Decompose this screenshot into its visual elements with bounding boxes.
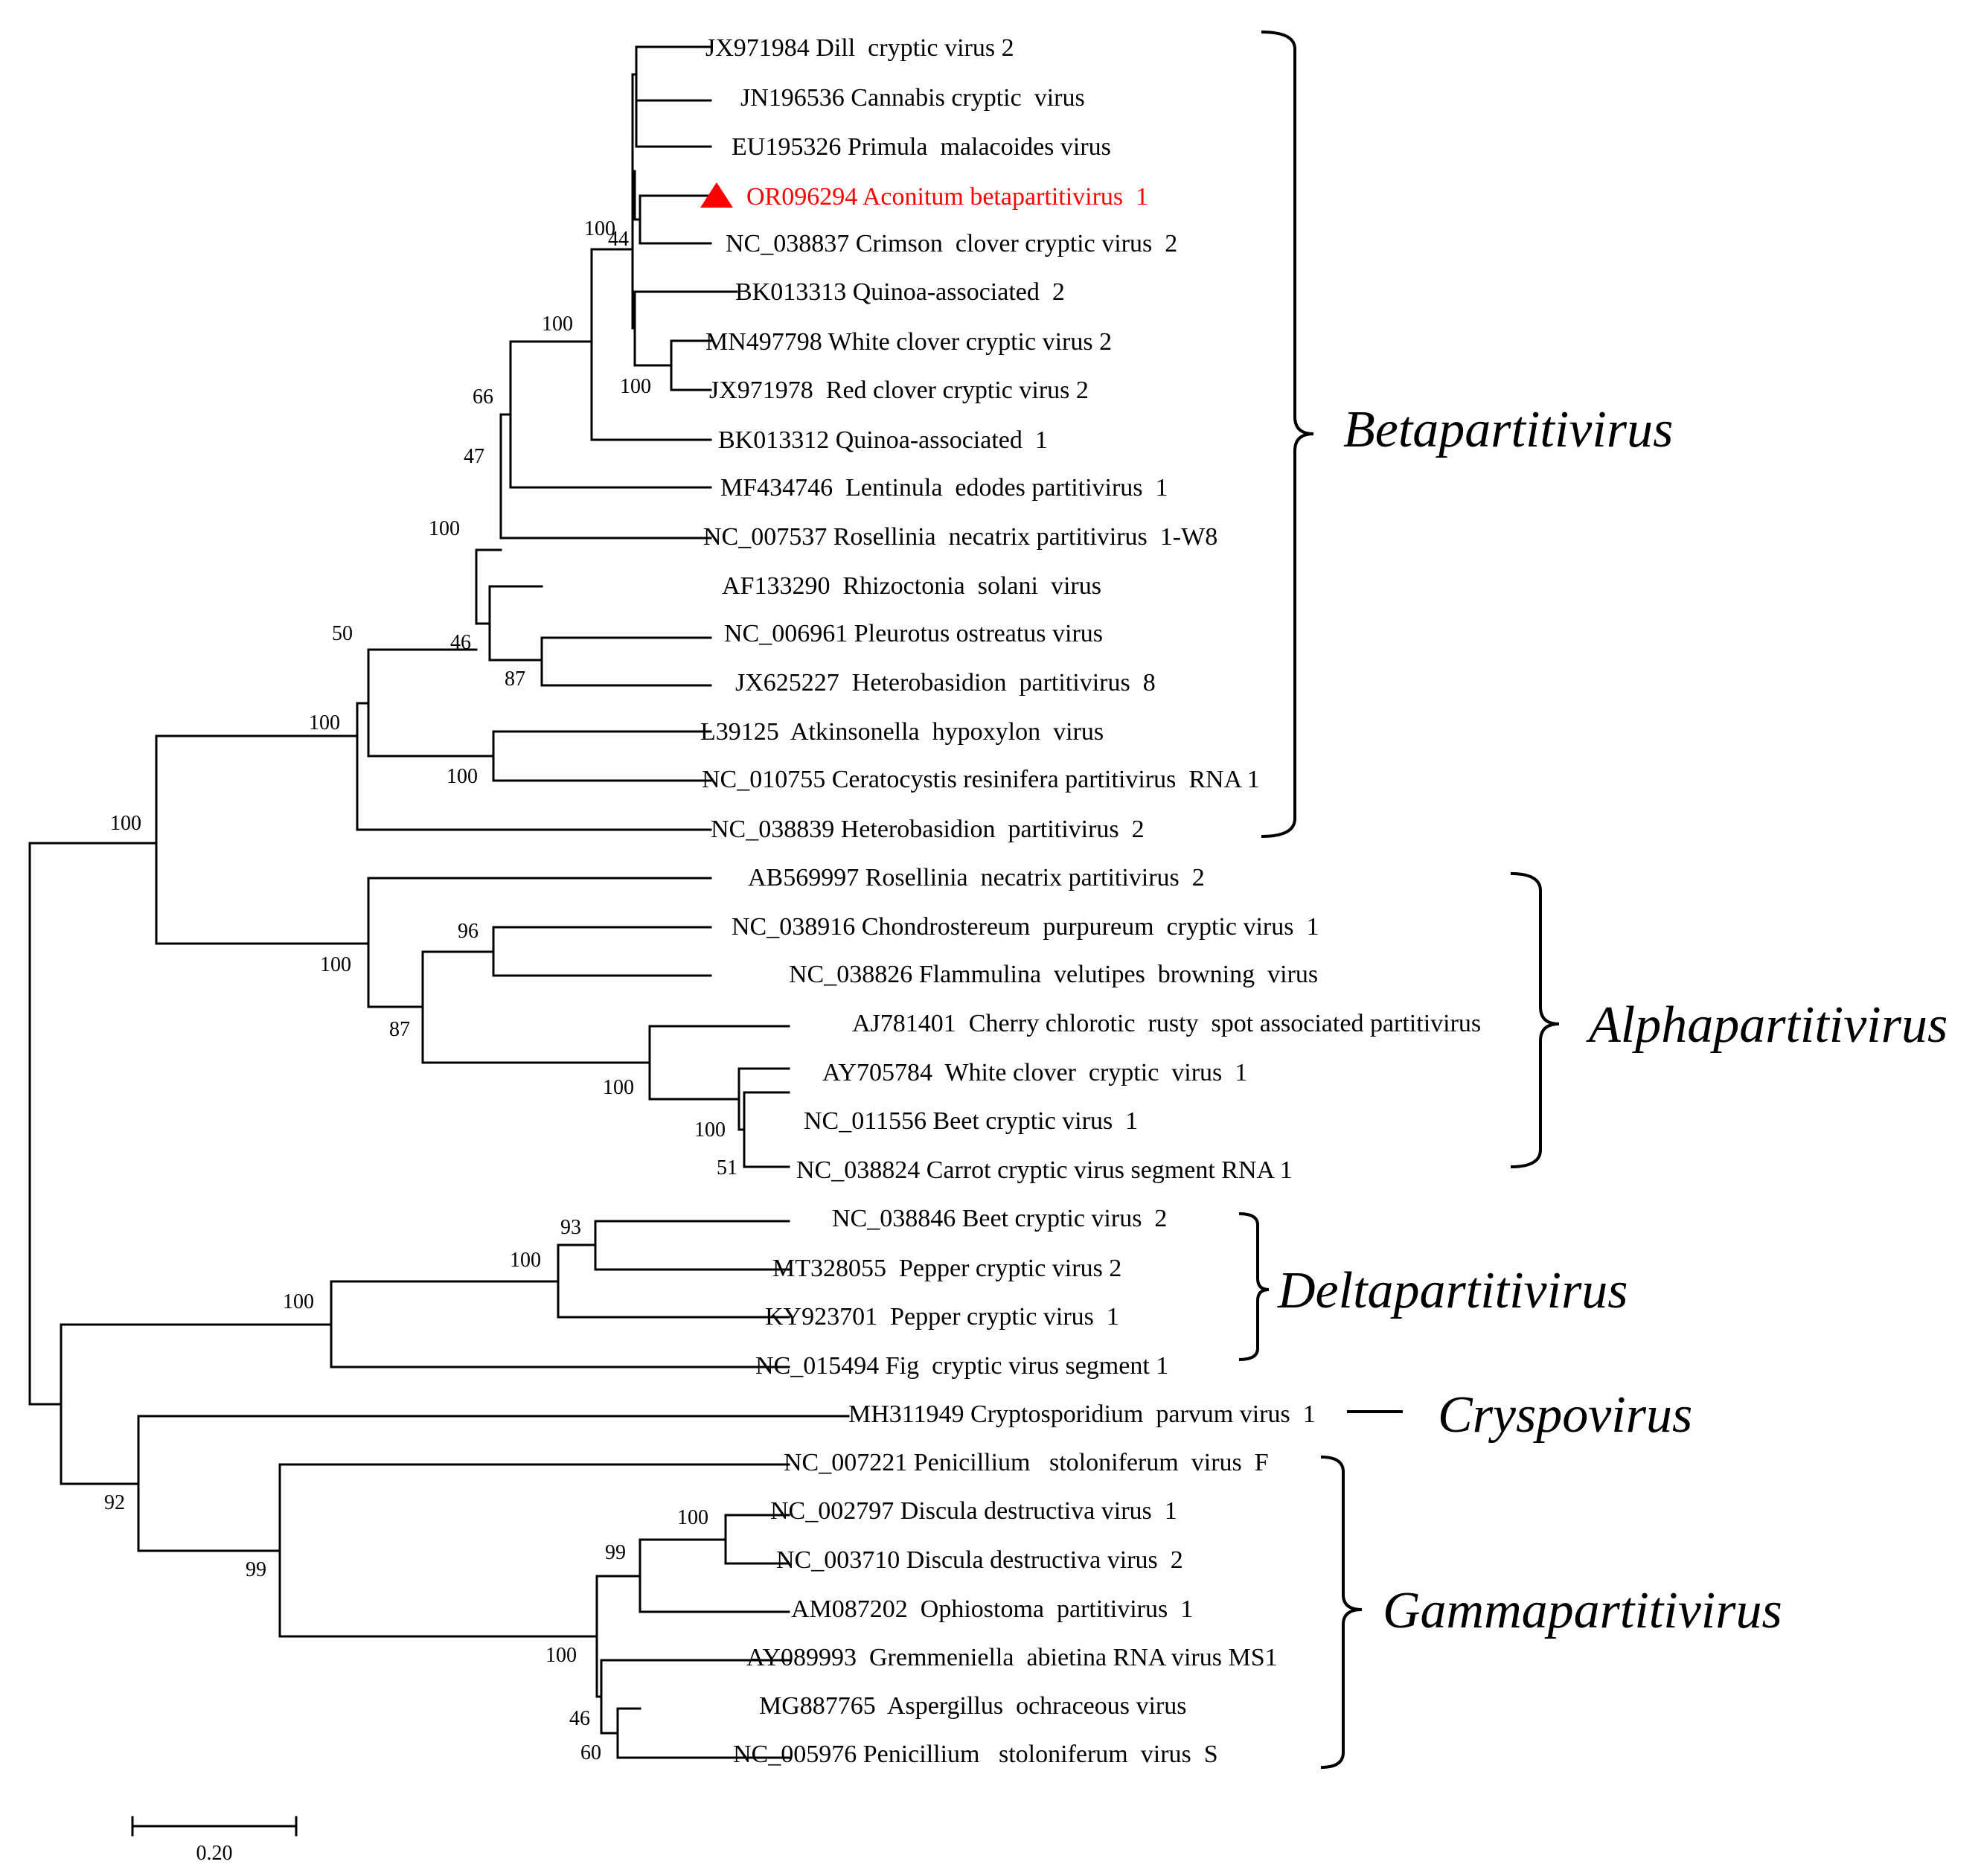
clade-label-betapartitivirus: Betapartitivirus	[1343, 401, 1673, 458]
leaf-label: BK013313 Quinoa-associated 2	[735, 278, 1065, 306]
bootstrap-value: 87	[389, 1018, 410, 1041]
leaf-label-highlighted: OR096294 Aconitum betapartitivirus 1	[746, 183, 1148, 211]
clade-label-deltapartitivirus: Deltapartitivirus	[1277, 1262, 1628, 1319]
clade-label-alphapartitivirus: Alphapartitivirus	[1586, 996, 1948, 1054]
leaf-label: NC_002797 Discula destructiva virus 1	[770, 1497, 1177, 1525]
leaf-label: AY089993 Gremmeniella abietina RNA virus…	[746, 1644, 1278, 1671]
leaf-label: MN497798 White clover cryptic virus 2	[705, 328, 1112, 356]
scale-bar: 0.20	[131, 1816, 298, 1865]
bootstrap-value: 100	[545, 1644, 577, 1667]
leaf-label: NC_007537 Rosellinia necatrix partitivir…	[703, 523, 1217, 551]
scale-bar-line	[131, 1816, 298, 1837]
bootstrap-value: 44	[608, 228, 629, 251]
leaf-label: JX971978 Red clover cryptic virus 2	[709, 377, 1089, 404]
bootstrap-value: 100	[584, 217, 615, 240]
bootstrap-value: 100	[620, 375, 651, 398]
leaf-label: NC_038826 Flammulina velutipes browning …	[789, 961, 1318, 988]
scale-bar-label: 0.20	[196, 1842, 233, 1865]
leaf-label: NC_038837 Crimson clover cryptic virus 2	[726, 230, 1177, 257]
bootstrap-value: 100	[603, 1076, 634, 1099]
bootstrap-value: 100	[309, 711, 340, 734]
leaf-label: NC_007221 Penicillium stoloniferum virus…	[784, 1449, 1269, 1476]
bootstrap-value: 50	[332, 622, 353, 645]
bootstrap-value: 66	[473, 385, 493, 409]
bootstrap-value: 100	[110, 812, 141, 835]
leaf-labels: JX971984 Dill cryptic virus 2 JN196536 C…	[700, 34, 1481, 1768]
clade-label-gammapartitivirus: Gammapartitivirus	[1383, 1582, 1782, 1639]
bootstrap-value: 93	[560, 1216, 581, 1239]
bracket-alphapartitivirus	[1510, 872, 1560, 1168]
bootstrap-value: 99	[246, 1558, 266, 1581]
leaf-label: NC_005976 Penicillium stoloniferum virus…	[733, 1741, 1218, 1768]
leaf-label: MF434746 Lentinula edodes partitivirus 1	[720, 474, 1168, 502]
leaf-label: NC_038916 Chondrostereum purpureum crypt…	[732, 913, 1319, 941]
bootstrap-value: 100	[510, 1249, 541, 1272]
bootstrap-value: 60	[580, 1741, 601, 1764]
leaf-label: AJ781401 Cherry chlorotic rusty spot ass…	[852, 1010, 1481, 1037]
bracket-deltapartitivirus	[1238, 1212, 1270, 1361]
leaf-label: NC_015494 Fig cryptic virus segment 1	[755, 1352, 1168, 1380]
leaf-label: L39125 Atkinsonella hypoxylon virus	[700, 718, 1104, 746]
bootstrap-value: 46	[569, 1707, 590, 1730]
leaf-label: JX971984 Dill cryptic virus 2	[705, 34, 1014, 62]
bracket-betapartitivirus	[1261, 31, 1314, 838]
leaf-label: AF133290 Rhizoctonia solani virus	[722, 572, 1101, 600]
red-triangle-icon	[700, 182, 733, 208]
bootstrap-value: 100	[429, 517, 460, 540]
bootstrap-value: 100	[542, 313, 573, 336]
leaf-label: NC_038824 Carrot cryptic virus segment R…	[796, 1156, 1293, 1184]
leaf-label: AY705784 White clover cryptic virus 1	[822, 1059, 1247, 1086]
leaf-label: MG887765 Aspergillus ochraceous virus	[759, 1692, 1186, 1720]
bootstrap-value: 100	[694, 1118, 726, 1142]
leaf-label: MH311949 Cryptosporidium parvum virus 1	[848, 1400, 1316, 1428]
bracket-gammapartitivirus	[1320, 1456, 1363, 1769]
leaf-label: NC_006961 Pleurotus ostreatus virus	[724, 620, 1103, 647]
leaf-label: MT328055 Pepper cryptic virus 2	[772, 1255, 1121, 1282]
bootstrap-value: 51	[717, 1156, 737, 1179]
bootstrap-value: 96	[458, 920, 479, 943]
leaf-label: AM087202 Ophiostoma partitivirus 1	[791, 1595, 1193, 1623]
leaf-label: JN196536 Cannabis cryptic virus	[740, 84, 1085, 112]
bootstrap-values: 100 44 100 100 66 47 100 46 87 50 100 10…	[104, 217, 737, 1764]
clade-brackets	[1238, 31, 1560, 1769]
bootstrap-value: 99	[605, 1541, 626, 1564]
bootstrap-value: 47	[464, 445, 484, 468]
bootstrap-value: 100	[320, 953, 351, 976]
bootstrap-value: 87	[505, 668, 525, 691]
bootstrap-value: 100	[283, 1290, 314, 1313]
clade-label-cryspovirus: Cryspovirus	[1438, 1386, 1692, 1444]
leaf-label: NC_010755 Ceratocystis resinifera partit…	[702, 766, 1260, 793]
bootstrap-value: 100	[677, 1506, 708, 1529]
bootstrap-value: 100	[447, 765, 478, 788]
leaf-label: AB569997 Rosellinia necatrix partitiviru…	[748, 864, 1205, 891]
leaf-label: EU195326 Primula malacoides virus	[732, 133, 1111, 161]
leaf-label: NC_003710 Discula destructiva virus 2	[776, 1546, 1183, 1574]
bootstrap-value: 92	[104, 1491, 125, 1514]
leaf-label: NC_011556 Beet cryptic virus 1	[804, 1107, 1138, 1135]
leaf-label: BK013312 Quinoa-associated 1	[718, 426, 1048, 454]
bootstrap-value: 46	[450, 631, 471, 654]
leaf-label: NC_038846 Beet cryptic virus 2	[832, 1205, 1167, 1232]
leaf-label: KY923701 Pepper cryptic virus 1	[765, 1303, 1119, 1331]
leaf-label: NC_038839 Heterobasidion partitivirus 2	[711, 816, 1145, 843]
tree-branches	[28, 45, 850, 1759]
leaf-label: JX625227 Heterobasidion partitivirus 8	[735, 669, 1156, 697]
clade-labels: Betapartitivirus Alphapartitivirus Delta…	[1277, 401, 1948, 1639]
